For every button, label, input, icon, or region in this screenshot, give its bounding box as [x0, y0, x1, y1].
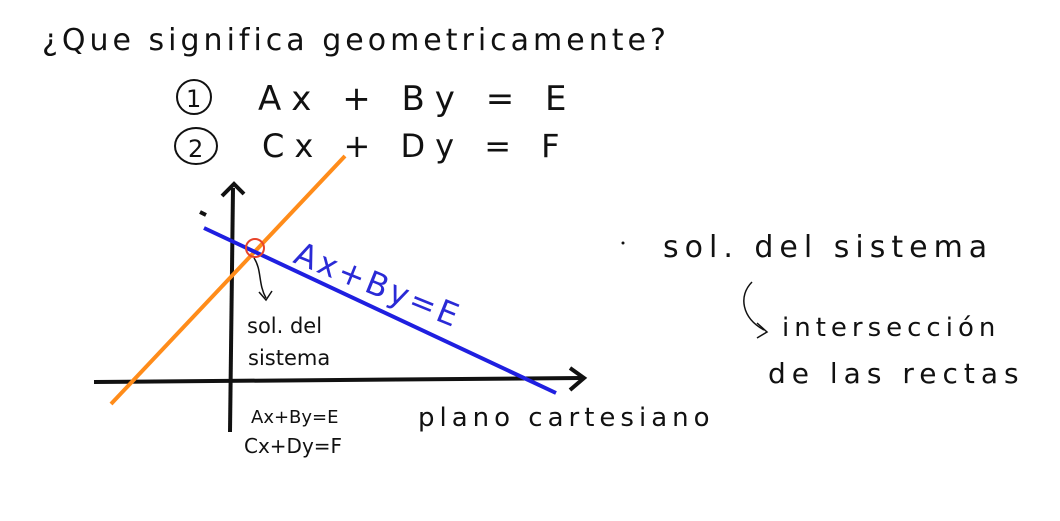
- x-axis-arrowhead: [568, 366, 588, 392]
- y-axis-tick: [199, 210, 207, 217]
- right-note-explanation-line2: de las rectas: [768, 357, 1025, 390]
- intersection-caption-line2: sistema: [248, 346, 330, 370]
- right-note-explanation-line1: intersección: [782, 313, 1000, 343]
- plane-equation-1: Ax+By=E: [251, 407, 339, 428]
- x-axis: [93, 376, 583, 384]
- plane-equation-2: Cx+Dy=F: [244, 434, 342, 458]
- cartesian-axes: [93, 181, 588, 433]
- bullet-dot: [621, 241, 625, 245]
- curved-arrow-icon: [743, 281, 769, 339]
- equation-1: 1 Ax + By = E: [176, 79, 577, 119]
- intersection-arrow: [253, 257, 273, 302]
- equation-2: 2 Cx + Dy = F: [174, 127, 570, 165]
- orange-line: [109, 154, 347, 406]
- intersection-marker: [245, 238, 265, 258]
- y-axis-arrowhead: [220, 181, 246, 198]
- equation-1-circle: [176, 79, 212, 115]
- plane-label: plano cartesiano: [418, 403, 715, 433]
- y-axis: [228, 187, 235, 433]
- equation-2-text: Cx + Dy = F: [262, 127, 570, 165]
- intersection-caption-line1: sol. del: [247, 314, 322, 338]
- equation-1-number: 1: [186, 85, 201, 113]
- blue-line: [203, 226, 557, 395]
- equation-2-circle: [174, 127, 218, 165]
- question-title: ¿Que significa geometricamente?: [42, 23, 670, 58]
- equation-2-number: 2: [188, 135, 203, 163]
- equation-1-text: Ax + By = E: [258, 79, 577, 119]
- right-note-title: sol. del sistema: [663, 230, 993, 265]
